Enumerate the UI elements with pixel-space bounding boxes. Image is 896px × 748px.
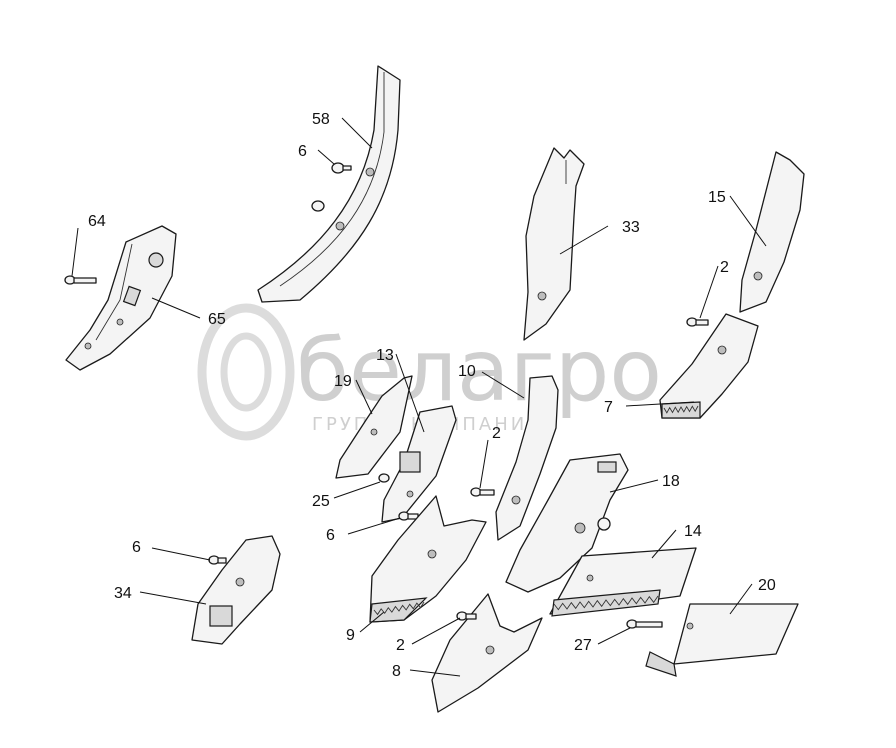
callout-18: 18	[662, 473, 680, 490]
bolt-2-right	[686, 317, 709, 327]
washer-25	[378, 473, 390, 483]
bolt-6-top	[311, 162, 352, 212]
callout-64: 64	[88, 213, 106, 230]
callout-19: 19	[334, 373, 352, 390]
part-8-tip	[431, 593, 543, 713]
bolt-6-left	[208, 555, 227, 565]
teeth-part-14	[553, 595, 659, 611]
part-33-plate	[523, 147, 585, 341]
callout-6-middle: 6	[326, 527, 335, 544]
part-20-plate	[645, 603, 799, 677]
callout-2-center: 2	[492, 425, 501, 442]
callout-2-right: 2	[720, 259, 729, 276]
callout-13: 13	[376, 347, 394, 364]
callout-labels: 58 6 64 65 33 15 2 13 19 10 7 2 25 18 6 …	[88, 111, 776, 680]
callout-6-left: 6	[132, 539, 141, 556]
callout-10: 10	[458, 363, 476, 380]
teeth-part-9	[373, 601, 425, 616]
bolt-2-center	[470, 487, 495, 497]
part-7-tip	[659, 313, 759, 419]
callout-8: 8	[392, 663, 401, 680]
watermark-brand: белагро	[296, 321, 662, 421]
bolt-6-middle	[398, 511, 419, 521]
teeth-part-7	[663, 405, 699, 414]
callout-58: 58	[312, 111, 330, 128]
part-65-holder	[65, 225, 177, 371]
bolt-27	[626, 619, 663, 629]
callout-65: 65	[208, 311, 226, 328]
callout-9: 9	[346, 627, 355, 644]
callout-20: 20	[758, 577, 776, 594]
callout-14: 14	[684, 523, 702, 540]
part-34-holder	[191, 535, 281, 645]
callout-15: 15	[708, 189, 726, 206]
part-10-plate	[495, 375, 559, 541]
callout-2-bottom: 2	[396, 637, 405, 654]
callout-7: 7	[604, 399, 613, 416]
callout-33: 33	[622, 219, 640, 236]
part-58-curved-shank	[257, 65, 401, 303]
callout-25: 25	[312, 493, 330, 510]
callout-34: 34	[114, 585, 132, 602]
leader-lines	[71, 117, 767, 677]
part-18-holder	[505, 453, 629, 593]
bolt-64	[64, 275, 97, 285]
part-19-plate	[335, 375, 413, 479]
callout-6-top: 6	[298, 143, 307, 160]
part-15-plate	[739, 151, 805, 313]
callout-27: 27	[574, 637, 592, 654]
